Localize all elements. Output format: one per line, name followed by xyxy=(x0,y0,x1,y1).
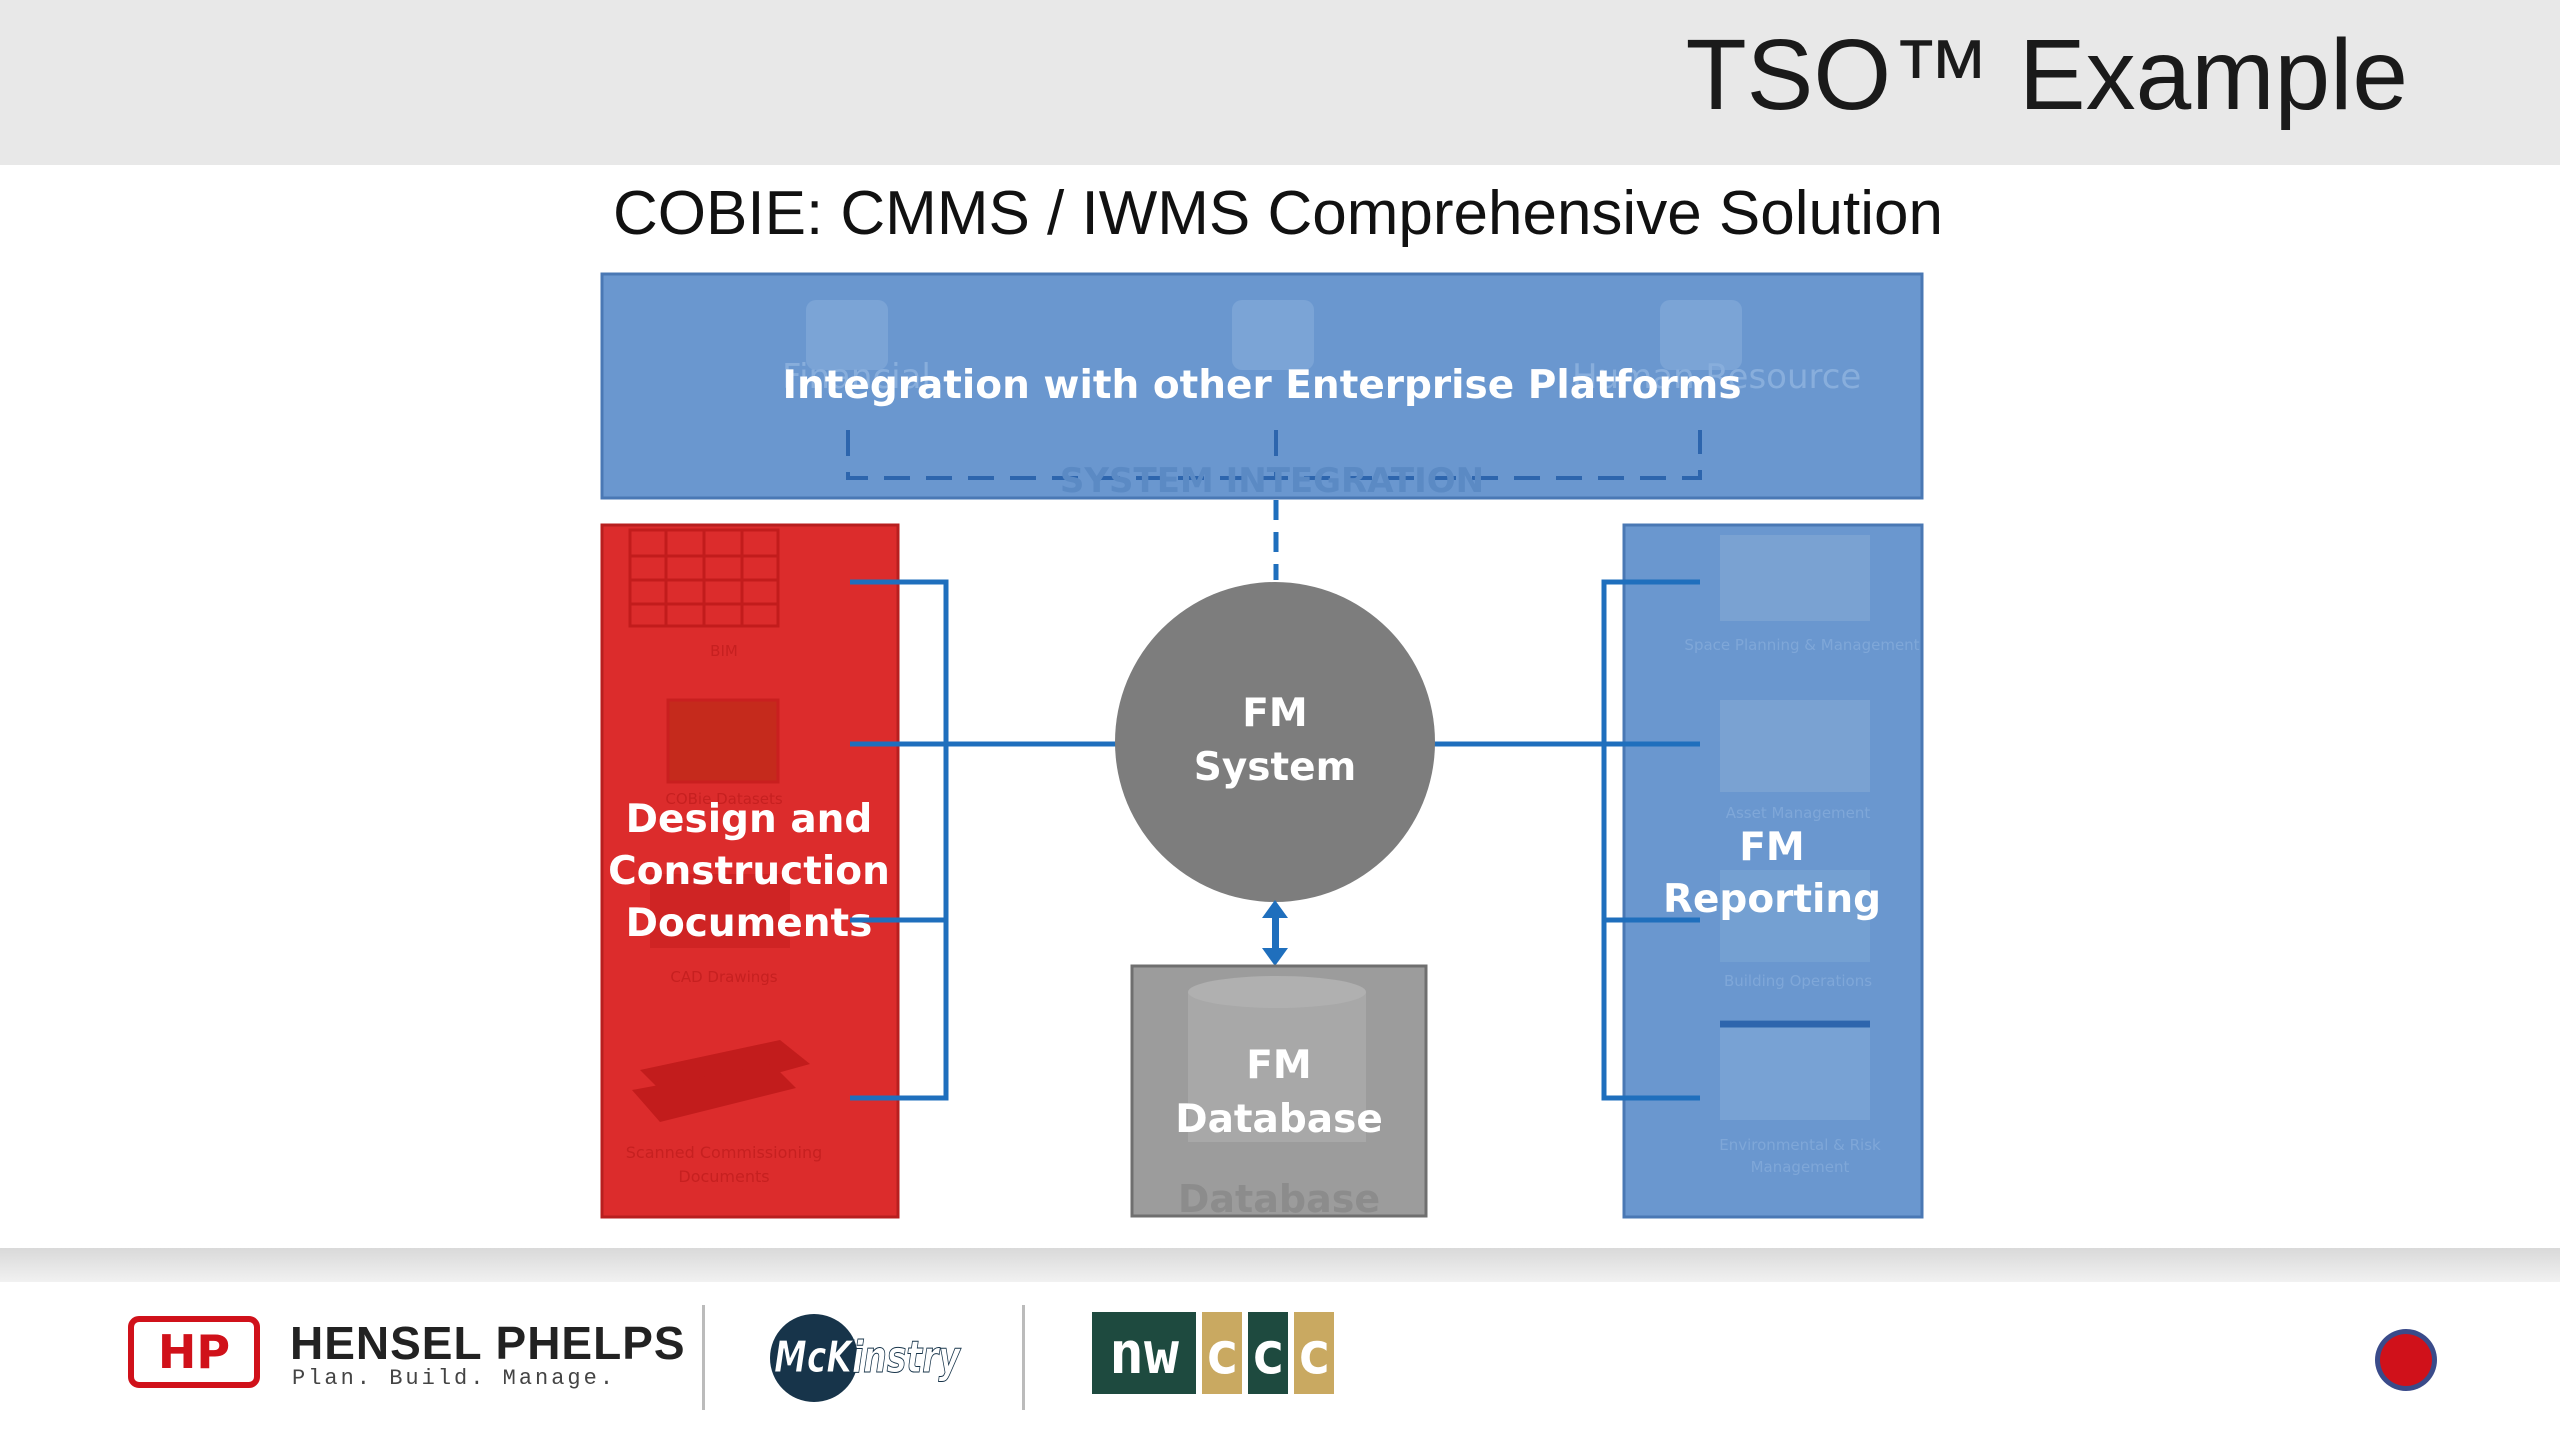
reporting-sub-space: Space Planning & Management xyxy=(1684,636,1919,654)
slide-indicator-dot[interactable] xyxy=(2380,1334,2432,1386)
design-label-line-3: Documents xyxy=(626,901,873,946)
nwccc-tile-c2: c xyxy=(1248,1312,1288,1394)
mckinstry-name: McKinstry xyxy=(774,1332,962,1383)
fm-system-label-line-1: FM xyxy=(1242,691,1307,736)
fm-system-label-line-2: System xyxy=(1194,745,1356,790)
reporting-sub-operations: Building Operations xyxy=(1724,972,1872,990)
fm-database-node: Database FM Database xyxy=(1130,964,1428,1221)
database-icon xyxy=(1188,976,1366,1142)
hensel-phelps-name: HENSEL PHELPS xyxy=(290,1317,686,1369)
reporting-sub-env: Environmental & Risk xyxy=(1719,1136,1881,1154)
design-sub-bim: BIM xyxy=(710,642,738,660)
database-arrow xyxy=(1262,900,1288,966)
design-label-line-1: Design and xyxy=(626,797,873,842)
space-planning-thumbnail xyxy=(1720,535,1870,621)
hensel-phelps-tagline: Plan. Build. Manage. xyxy=(292,1366,617,1391)
system-integration-label: SYSTEM INTEGRATION xyxy=(1060,461,1484,501)
fm-database-label-line-1: FM xyxy=(1246,1043,1311,1088)
connectors xyxy=(850,579,1700,1101)
slide-header xyxy=(0,0,2560,165)
integration-label: Integration with other Enterprise Platfo… xyxy=(782,363,1741,408)
design-sub-documents: Documents xyxy=(678,1167,769,1186)
slide-title: TSO™ Example xyxy=(1685,19,2408,131)
integration-panel: Financial Human Resource SYSTEM INTEGRAT… xyxy=(600,272,1924,501)
fm-reporting-panel: Space Planning & Management Asset Manage… xyxy=(1622,523,1924,1219)
design-label-line-2: Construction xyxy=(608,849,890,894)
hensel-phelps-logo: HP xyxy=(128,1316,260,1388)
cobie-diagram: Financial Human Resource SYSTEM INTEGRAT… xyxy=(600,272,1924,1221)
binders-icon xyxy=(632,1040,810,1122)
reporting-label-line-1: FM xyxy=(1739,825,1804,870)
logo-separator xyxy=(1022,1305,1025,1410)
asset-thumbnail xyxy=(1720,700,1870,792)
fm-system-node: FM System xyxy=(1115,582,1435,902)
slide-subtitle: COBIE: CMMS / IWMS Comprehensive Solutio… xyxy=(613,179,1943,248)
design-documents-panel: BIM COBie Datasets CAD Drawings Scanned … xyxy=(600,523,900,1219)
fm-database-label-line-2: Database xyxy=(1175,1097,1383,1142)
integration-bg-label-hr: Human Resource xyxy=(1572,357,1861,397)
design-sub-cad: CAD Drawings xyxy=(670,968,777,986)
integration-bg-label-financial: Financial xyxy=(782,357,931,397)
reporting-sub-management: Management xyxy=(1751,1158,1850,1176)
design-sub-scanned: Scanned Commissioning xyxy=(626,1143,823,1162)
logo-separator xyxy=(702,1305,705,1410)
cad-thumbnail xyxy=(650,874,790,948)
reporting-label-line-2: Reporting xyxy=(1663,877,1881,922)
nwccc-tile-c1: c xyxy=(1202,1312,1242,1394)
bim-icon xyxy=(628,528,780,628)
reporting-sub-asset: Asset Management xyxy=(1726,804,1871,822)
server-icon xyxy=(806,300,1742,370)
nwccc-tile-c3: c xyxy=(1294,1312,1334,1394)
dataset-thumbnail xyxy=(666,698,780,784)
mckinstry-logo: McKinstry xyxy=(770,1314,962,1402)
design-sub-cobie: COBie Datasets xyxy=(665,790,782,808)
fm-database-ghost-label: Database xyxy=(1178,1177,1380,1221)
operations-thumbnail xyxy=(1720,870,1870,962)
footer-divider xyxy=(0,1248,2560,1282)
risk-thumbnail xyxy=(1720,1020,1870,1120)
hp-logo-text: HP xyxy=(158,1325,230,1379)
